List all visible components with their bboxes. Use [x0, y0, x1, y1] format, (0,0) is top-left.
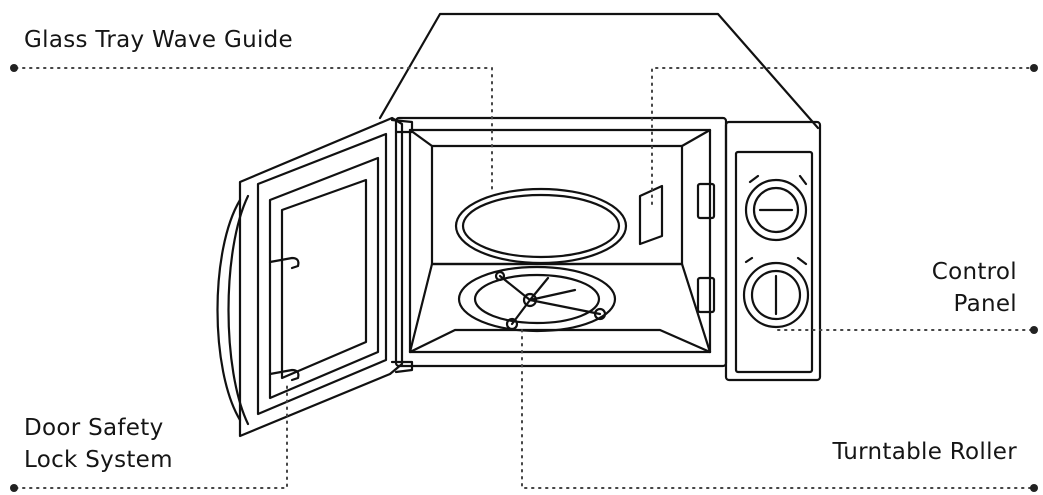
- door-inner-frame: [256, 132, 388, 416]
- label-door-safety-line1: Door Safety: [24, 415, 164, 441]
- label-control-panel: Control Panel: [932, 256, 1017, 320]
- cavity-perspective-lines: [408, 128, 712, 354]
- label-control-panel-line1: Control: [931, 259, 1017, 285]
- timer-dial: [742, 261, 810, 329]
- door-latch-lower: [268, 368, 300, 382]
- power-dial: [744, 178, 808, 242]
- glass-tray-inner: [461, 193, 621, 259]
- label-door-safety-line2: Lock System: [24, 447, 173, 473]
- oven-top: [378, 12, 820, 130]
- door-window: [280, 178, 368, 380]
- leader-door-safety: [15, 381, 288, 489]
- cavity-floor: [408, 328, 712, 354]
- label-glass-tray-text: Glass Tray Wave Guide: [24, 27, 294, 53]
- wave-guide-cover: [638, 184, 664, 246]
- roller-ring-inner: [473, 273, 601, 325]
- dot-door-safety: [10, 484, 18, 492]
- leader-turntable: [521, 329, 1034, 489]
- control-panel-body: [724, 120, 822, 382]
- door-handle: [216, 198, 242, 422]
- oven-cavity-opening: [408, 128, 712, 354]
- leader-glass-tray: [15, 67, 493, 194]
- latch-slot-upper: [696, 182, 716, 220]
- door-latch-upper: [268, 256, 300, 270]
- label-glass-tray-wave-guide: Glass Tray Wave Guide: [24, 24, 293, 56]
- dot-glass-tray: [10, 64, 18, 72]
- door-outer: [238, 116, 404, 438]
- roller-coupler: [498, 274, 602, 326]
- latch-slot-lower: [696, 276, 716, 314]
- dot-wave-guide: [1030, 64, 1038, 72]
- roller-ring-outer: [457, 265, 617, 333]
- glass-tray-outer: [454, 187, 628, 265]
- label-control-panel-line2: Panel: [953, 291, 1017, 317]
- label-door-safety-lock-system: Door Safety Lock System: [24, 412, 173, 476]
- dot-control-panel: [1030, 326, 1038, 334]
- label-turntable-roller: Turntable Roller: [832, 436, 1017, 468]
- dot-turntable: [1030, 484, 1038, 492]
- label-turntable-text: Turntable Roller: [832, 439, 1017, 465]
